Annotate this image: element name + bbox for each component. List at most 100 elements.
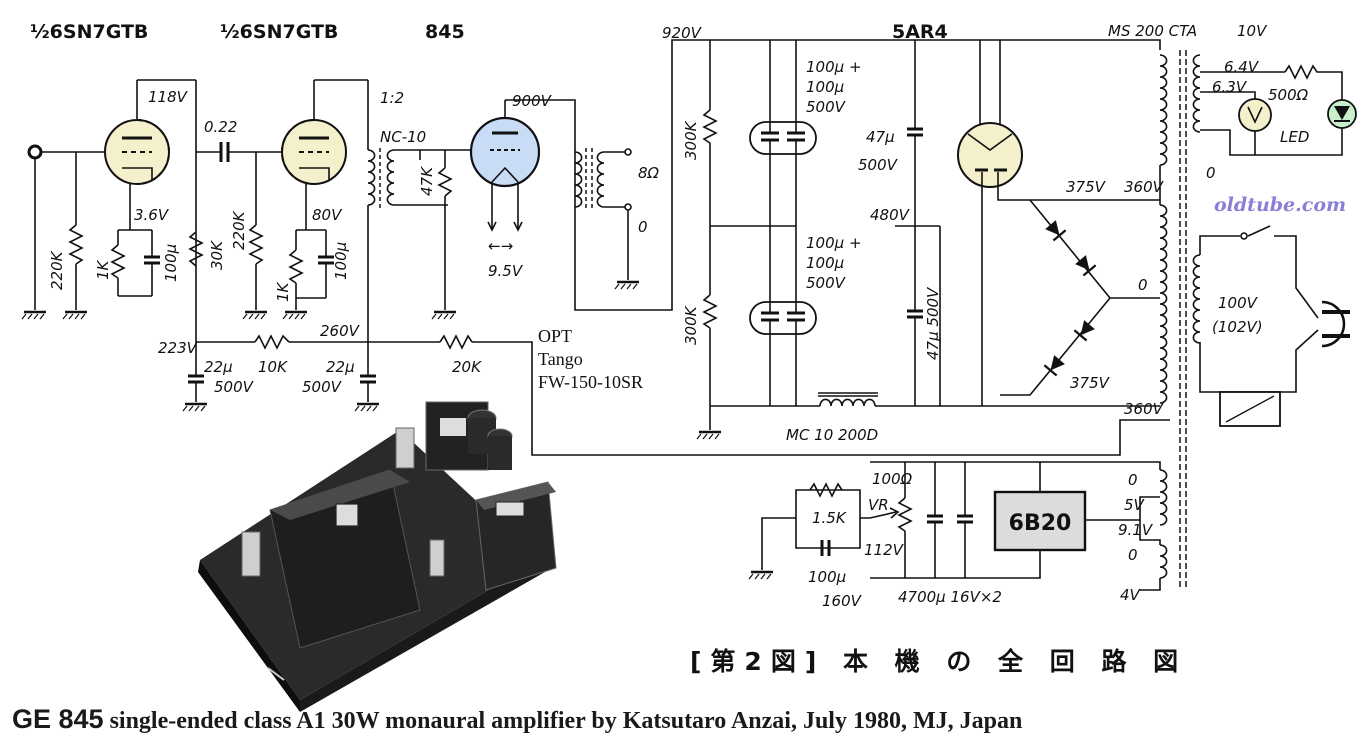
- input-jack: [20, 144, 106, 321]
- c100a2-label: 100μ: [806, 78, 844, 96]
- regulator-label: 6B20: [1009, 511, 1072, 536]
- c100c1-label: 100μ: [808, 568, 846, 586]
- pilot-lamp: [1238, 98, 1272, 132]
- ms200-label: MS 200 CTA: [1108, 22, 1197, 40]
- c22b1-label: 22μ: [326, 358, 355, 376]
- t64v-label: 6.4V: [1224, 58, 1260, 76]
- v375b-label: 375V: [1070, 374, 1111, 392]
- c100b1-label: 100μ +: [806, 234, 862, 252]
- mains-plug: [1321, 300, 1350, 348]
- led-indicator: [1327, 99, 1357, 129]
- r220k2-label: 220K: [230, 210, 248, 250]
- filament-arrow: ←→: [488, 237, 513, 255]
- h0b-label: 0: [1128, 546, 1138, 564]
- opt-label: OPT: [538, 326, 572, 346]
- opt-model-label: FW-150-10SR: [538, 372, 643, 392]
- o0-label: 0: [638, 218, 648, 236]
- tube-v2: [281, 119, 347, 185]
- c100u-label: 100μ: [162, 244, 180, 282]
- c4700-label: 4700μ 16V×2: [898, 588, 1002, 606]
- vr-label: VR: [868, 496, 889, 514]
- c47b-label: 47μ 500V: [924, 286, 942, 360]
- tube-v1: [104, 119, 170, 185]
- r100o-label: 100Ω: [872, 470, 913, 488]
- c47a1-label: 47μ: [866, 128, 895, 146]
- c22b2-label: 500V: [302, 378, 343, 396]
- resistor-1k: [110, 230, 126, 296]
- h91-label: 9.1V: [1118, 521, 1154, 539]
- mc10-label: MC 10 200D: [786, 426, 878, 444]
- coupling-cap-022: [196, 142, 290, 162]
- c100-label: 100μ: [332, 242, 350, 280]
- h5v-label: 5V: [1124, 496, 1146, 514]
- r220k-label: 220K: [48, 250, 66, 290]
- r300b-label: 300K: [682, 305, 700, 345]
- c100b2-label: 100μ: [806, 254, 844, 272]
- r30k-label: 30K: [208, 240, 226, 270]
- choke-mc10: [818, 392, 878, 407]
- cap-bank-upper: [749, 121, 817, 155]
- r1k2-label: 1K: [274, 281, 292, 302]
- tube-label-845: 845: [425, 21, 465, 43]
- c47a2-label: 500V: [858, 156, 899, 174]
- c022-label: 0.22: [204, 118, 237, 136]
- output-transformer: [574, 148, 641, 291]
- p0-label: 0: [1138, 276, 1148, 294]
- caption-main: GE 845: [12, 704, 104, 734]
- r300a-label: 300K: [682, 120, 700, 160]
- tube-5ar4: [957, 122, 1023, 188]
- v360b-label: 360V: [1124, 400, 1165, 418]
- image-caption: GE 845 single-ended class A1 30W monaura…: [12, 704, 1362, 735]
- tube-label-5ar4: 5AR4: [892, 21, 948, 43]
- v118-label: 118V: [148, 88, 189, 106]
- capacitor-100u-v1: [144, 230, 160, 296]
- relay: [1219, 391, 1281, 427]
- tube-label-v1: ½6SN7GTB: [30, 21, 148, 43]
- v223-label: 223V: [158, 339, 199, 357]
- r15k-label: 1.5K: [812, 509, 847, 527]
- amplifier-photo: [198, 401, 557, 712]
- p100v-label: 100V: [1218, 294, 1259, 312]
- v80-label: 80V: [312, 206, 343, 224]
- watermark: oldtube.com: [1214, 194, 1347, 216]
- cap-22u-a: [181, 342, 209, 413]
- c100a1-label: 100μ +: [806, 58, 862, 76]
- p102v-label: (102V): [1212, 318, 1263, 336]
- cap-bank-lower: [749, 301, 817, 335]
- v112-label: 112V: [864, 541, 905, 559]
- c100a3-label: 500V: [806, 98, 847, 116]
- t10v-label: 10V: [1237, 22, 1268, 40]
- r1k-label: 1K: [94, 259, 112, 280]
- v36-label: 3.6V: [134, 206, 170, 224]
- nc10-label: NC-10: [380, 128, 426, 146]
- v480-label: 480V: [870, 206, 911, 224]
- v375a-label: 375V: [1066, 178, 1107, 196]
- h4v-label: 4V: [1120, 586, 1142, 604]
- t63v-label: 6.3V: [1212, 78, 1248, 96]
- opt-tango-label: Tango: [538, 349, 583, 369]
- v920-label: 920V: [662, 24, 703, 42]
- t500-label: 500Ω: [1268, 86, 1309, 104]
- interstage-transformer-nc10: [367, 148, 448, 208]
- figure-caption: [第2図] 本 機 の 全 回 路 図: [690, 647, 1188, 676]
- c22a2-label: 500V: [214, 378, 255, 396]
- t0a-label: 0: [1206, 164, 1216, 182]
- r47k-label: 47K: [418, 166, 436, 196]
- o8-label: 8Ω: [638, 164, 660, 182]
- c100c2-label: 160V: [822, 592, 863, 610]
- cap-22u-b: [353, 342, 381, 413]
- v260-label: 260V: [320, 322, 361, 340]
- v900-label: 900V: [512, 92, 553, 110]
- c22a1-label: 22μ: [204, 358, 233, 376]
- resistor-220k: [61, 152, 89, 321]
- led-label: LED: [1280, 128, 1309, 146]
- power-transformer: [1159, 50, 1201, 590]
- caption-rest: single-ended class A1 30W monaural ampli…: [103, 708, 1023, 734]
- diode-bridge: [1000, 199, 1130, 396]
- h0a-label: 0: [1128, 471, 1138, 489]
- r20k-label: 20K: [452, 358, 482, 376]
- r10k-label: 10K: [258, 358, 288, 376]
- ratio-label: 1:2: [380, 89, 404, 107]
- tube-845: [469, 116, 541, 188]
